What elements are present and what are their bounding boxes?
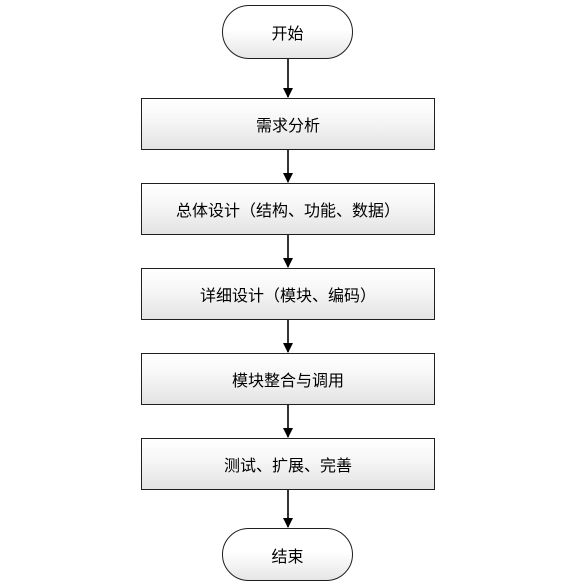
end-label: 结束 (271, 546, 304, 566)
step-detailed-design: 详细设计（模块、编码） (141, 268, 435, 320)
step-label: 详细设计（模块、编码） (199, 286, 376, 305)
step-label: 需求分析 (255, 116, 320, 135)
step-requirements-analysis: 需求分析 (141, 98, 435, 150)
step-label: 总体设计（结构、功能、数据） (175, 201, 400, 220)
end-terminal: 结束 (222, 528, 353, 581)
step-module-integration: 模块整合与调用 (141, 353, 435, 405)
start-label: 开始 (271, 24, 304, 43)
step-testing: 测试、扩展、完善 (141, 438, 435, 490)
step-overall-design: 总体设计（结构、功能、数据） (141, 183, 435, 235)
start-terminal: 开始 (222, 5, 353, 59)
step-label: 测试、扩展、完善 (223, 456, 352, 475)
step-label: 模块整合与调用 (231, 371, 344, 390)
